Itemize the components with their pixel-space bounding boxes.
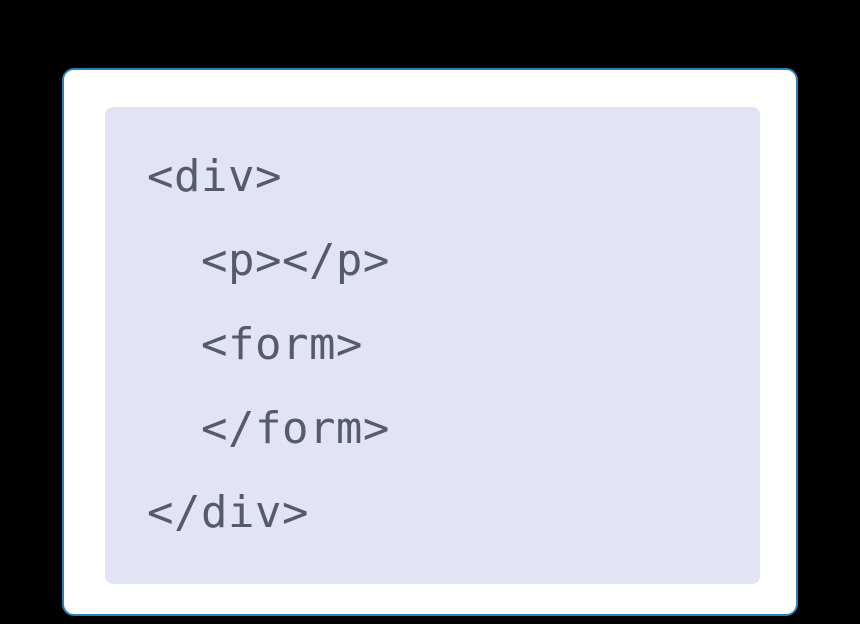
code-line: <div> [147,151,282,202]
code-line: </div> [147,487,309,538]
code-line: <form> [147,319,363,370]
code-snippet-block: <div> <p></p> <form> </form> </div> [105,107,760,584]
code-line: <p></p> [147,235,390,286]
code-line: </form> [147,403,390,454]
code-card: <div> <p></p> <form> </form> </div> [62,68,798,616]
